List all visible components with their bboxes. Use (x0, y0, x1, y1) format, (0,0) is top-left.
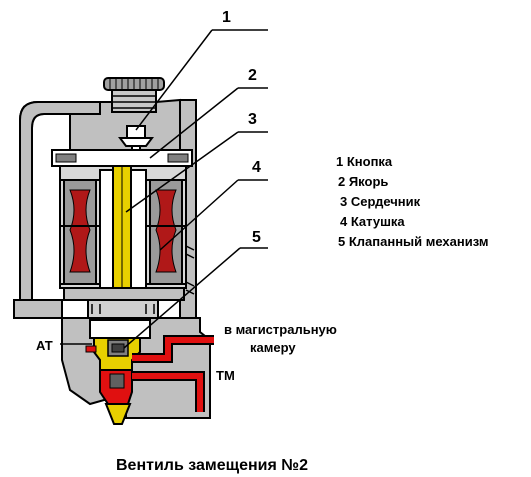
armature-plate (51, 149, 193, 167)
legend-item-button: 1 Кнопка (336, 154, 393, 169)
label-port-at: АТ (36, 338, 53, 353)
callout-2: 2 (248, 67, 257, 84)
callout-4: 4 (252, 159, 261, 176)
legend-item-valve-mechanism: 5 Клапанный механизм (338, 234, 489, 249)
label-to-main-line-2: камеру (250, 340, 296, 355)
callout-1: 1 (222, 9, 231, 26)
callout-3: 3 (248, 111, 257, 128)
core-rod (107, 165, 137, 301)
callout-5: 5 (252, 229, 261, 246)
diagram-caption: Вентиль замещения №2 (116, 457, 308, 474)
valve-mechanism (85, 319, 151, 425)
label-port-tm: ТМ (216, 368, 235, 383)
leader-lines (60, 29, 268, 349)
legend-item-core: 3 Сердечник (340, 194, 421, 209)
legend-item-coil: 4 Катушка (340, 214, 405, 229)
red-channels (132, 335, 214, 412)
base-plate (63, 287, 185, 319)
legend-item-armature: 2 Якорь (338, 174, 388, 189)
label-to-main-line-1: в магистральную (224, 322, 337, 337)
legend: 1 Кнопка 2 Якорь 3 Сердечник 4 Катушка 5… (336, 154, 489, 249)
